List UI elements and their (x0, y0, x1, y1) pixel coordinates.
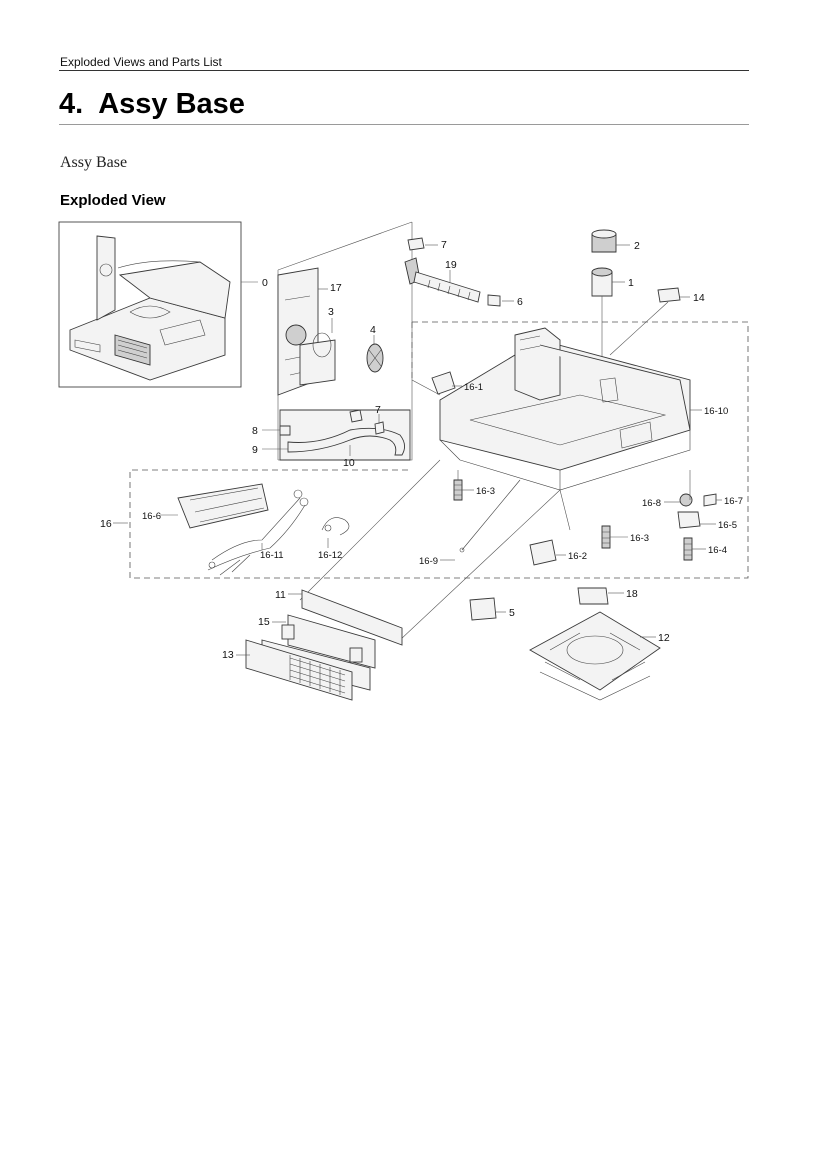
label-16-10: 16-10 (704, 406, 728, 417)
running-header: Exploded Views and Parts List (60, 55, 222, 69)
base-plate-12 (529, 611, 661, 701)
label-4: 4 (370, 324, 376, 336)
label-16-6: 16-6 (142, 511, 161, 522)
header-rule (59, 70, 749, 71)
label-16-3-left: 16-3 (476, 486, 495, 497)
label-3: 3 (328, 306, 334, 318)
label-19: 19 (445, 259, 457, 271)
hose-assembly (404, 237, 501, 307)
label-16-5: 16-5 (718, 520, 737, 531)
label-16-11: 16-11 (260, 550, 284, 561)
label-17: 17 (330, 282, 342, 294)
foot-parts-right (677, 493, 717, 561)
label-16-4: 16-4 (708, 545, 727, 556)
leg-16-3-left (453, 479, 463, 501)
label-12: 12 (658, 632, 670, 644)
label-10: 10 (343, 457, 355, 469)
label-16: 16 (100, 518, 112, 530)
fence-16-6 (177, 483, 269, 529)
exploded-view-heading: Exploded View (60, 192, 166, 209)
label-16-1: 16-1 (464, 382, 483, 393)
base-frame-16-10 (439, 327, 691, 491)
label-16-3-right: 16-3 (630, 533, 649, 544)
section-subtitle: Assy Base (60, 154, 128, 171)
label-16-8: 16-8 (642, 498, 661, 509)
label-14: 14 (693, 292, 705, 304)
side-panel-17 (277, 267, 384, 396)
leg-16-3-right (601, 525, 611, 549)
label-16-2: 16-2 (568, 551, 587, 562)
label-2: 2 (634, 240, 640, 252)
label-7-mid: 7 (375, 404, 381, 416)
wire-harness-16-11 (207, 489, 309, 576)
label-11: 11 (275, 589, 286, 601)
label-6: 6 (517, 296, 523, 308)
label-0: 0 (262, 277, 268, 289)
front-cover-group (245, 589, 403, 701)
motor-parts (591, 229, 617, 297)
label-9: 9 (252, 444, 258, 456)
label-5: 5 (509, 607, 515, 619)
label-7-top: 7 (441, 239, 447, 251)
label-8: 8 (252, 425, 258, 437)
label-15: 15 (258, 616, 270, 628)
label-16-12: 16-12 (318, 550, 342, 561)
label-18: 18 (626, 588, 638, 600)
label-13: 13 (222, 649, 234, 661)
label-16-7: 16-7 (724, 496, 743, 507)
label-16-9: 16-9 (419, 556, 438, 567)
sensor-16-12 (321, 517, 350, 536)
label-1: 1 (628, 277, 634, 289)
title-rule (59, 124, 749, 125)
drain-hose-assembly (279, 409, 411, 461)
assembled-base-inset (58, 221, 242, 388)
section-title: 4. Assy Base (59, 88, 245, 120)
